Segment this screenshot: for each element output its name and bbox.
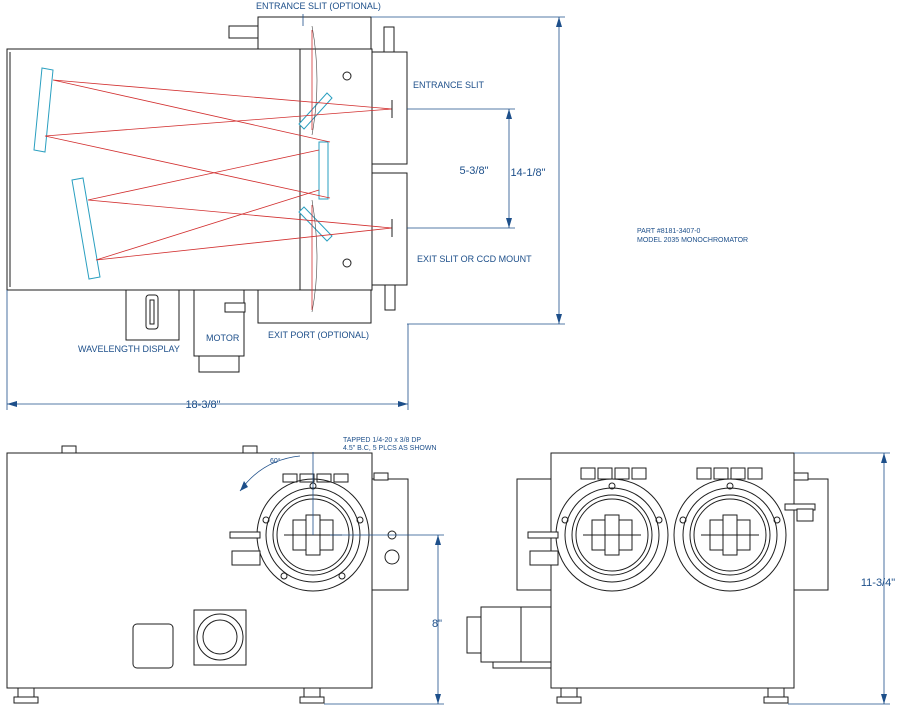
label-wavelength-display: WAVELENGTH DISPLAY (78, 344, 180, 354)
top-knob (383, 26, 395, 53)
dim-width: 18-3/8" (185, 399, 220, 411)
entrance-port-knob (228, 25, 259, 39)
dim-height-side: 11-3/4" (861, 577, 895, 589)
side-motor (480, 606, 552, 663)
label-entrance-slit: ENTRANCE SLIT (413, 80, 485, 90)
screw-icon (342, 258, 352, 268)
front-connector (193, 609, 247, 666)
label-exit-slit-ccd: EXIT SLIT OR CCD MOUNT (417, 254, 532, 264)
label-exit-port-optional: EXIT PORT (OPTIONAL) (268, 330, 369, 340)
top-dimensions (6, 14, 565, 410)
grating (318, 141, 329, 200)
label-angle: 60° (270, 457, 281, 465)
dim-slit-spacing: 5-3/8" (460, 165, 489, 177)
side-port-right (673, 478, 787, 592)
label-tapped-note-2: 4.5" B.C, 5 PLCS AS SHOWN (343, 445, 437, 452)
label-motor: MOTOR (206, 333, 240, 343)
side-housing (550, 452, 795, 689)
label-part-number: PART #8181-3407-0 (637, 228, 701, 235)
exit-slit-housing (371, 172, 408, 286)
dim-port-height: 8" (432, 618, 442, 630)
bottom-knob (384, 284, 396, 311)
label-tapped-note-1: TAPPED 1/4-20 x 3/8 DP (343, 437, 421, 444)
dim-height-top: 14-1/8" (510, 167, 545, 179)
front-dimensions (324, 534, 444, 705)
focusing-mirror (71, 177, 101, 280)
top-view (6, 16, 408, 373)
side-dimensions (788, 452, 890, 705)
front-view (6, 445, 409, 704)
optical-rays (44, 30, 393, 310)
collimating-mirror (33, 67, 54, 153)
label-model: MODEL 2035 MONOCHROMATOR (637, 237, 748, 244)
front-display-window (132, 623, 174, 669)
motor-body (193, 289, 245, 357)
motor-base (198, 355, 240, 373)
label-entrance-slit-optional: ENTRANCE SLIT (OPTIONAL) (256, 1, 381, 11)
front-side-box (371, 478, 409, 591)
screw-icon (342, 71, 352, 81)
side-view (466, 452, 829, 704)
wavelength-display-window (145, 294, 159, 330)
